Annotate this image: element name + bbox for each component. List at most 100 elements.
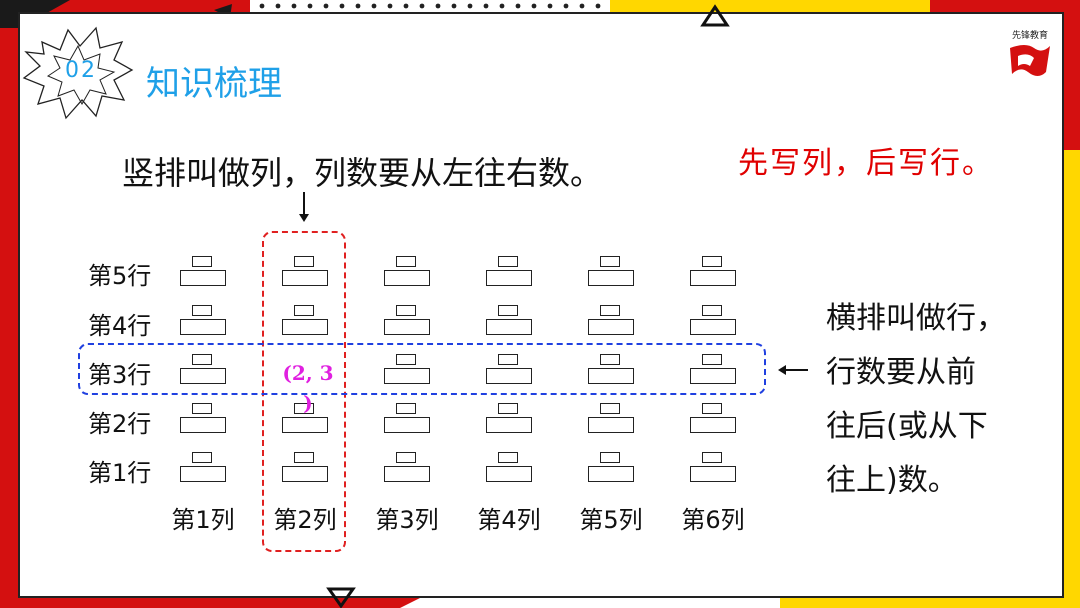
desk-base	[588, 270, 634, 286]
desk-base	[690, 368, 736, 384]
desk-base	[384, 270, 430, 286]
desk-top	[294, 305, 314, 316]
desk-base	[384, 417, 430, 433]
desk-base	[690, 319, 736, 335]
desk-top	[600, 452, 620, 463]
desk-base	[486, 319, 532, 335]
column-highlight-box	[262, 231, 346, 552]
desk-base	[180, 466, 226, 482]
column-label: 第3列	[375, 506, 439, 534]
coordinate-line: )	[303, 391, 313, 415]
column-label: 第6列	[681, 506, 745, 534]
desk-top	[702, 452, 722, 463]
desk-base	[588, 466, 634, 482]
desk-top	[396, 452, 416, 463]
column-rule-note: 竖排叫做列，列数要从左往右数。	[122, 154, 603, 192]
coordinate-label: (2, 3 )	[278, 358, 338, 418]
row-highlight-box	[78, 343, 766, 395]
section-number: 02	[65, 58, 97, 83]
brand-name: 先锋教育	[1011, 31, 1048, 41]
desk-base	[690, 466, 736, 482]
desk-top	[294, 256, 314, 267]
desk-icon	[384, 452, 430, 482]
desk-icon	[690, 305, 736, 335]
desk-icon	[486, 354, 532, 384]
desk-icon	[690, 256, 736, 286]
desk-icon	[180, 305, 226, 335]
desk-icon	[588, 256, 634, 286]
row-rule-note: 横排叫做行， 行数要从前 往后(或从下 往上)数。	[826, 292, 1006, 508]
desk-top	[600, 403, 620, 414]
section-title: 知识梳理	[146, 64, 282, 104]
desk-top	[396, 305, 416, 316]
coordinate-line: (2, 3	[282, 361, 334, 385]
desk-icon	[588, 403, 634, 433]
desk-top	[192, 452, 212, 463]
left-arrow-icon	[778, 365, 808, 375]
row-rule-line: 往上)数。	[826, 463, 958, 498]
desk-icon	[384, 403, 430, 433]
desk-base	[486, 466, 532, 482]
column-label: 第4列	[477, 506, 541, 534]
desk-base	[180, 417, 226, 433]
zigzag-badge-icon	[22, 26, 134, 120]
desk-icon	[690, 452, 736, 482]
row-rule-line: 横排叫做行，	[826, 301, 1006, 336]
desk-icon	[588, 305, 634, 335]
desk-top	[498, 354, 518, 365]
desk-icon	[486, 256, 532, 286]
desk-icon	[282, 256, 328, 286]
desk-base	[180, 270, 226, 286]
desk-top	[192, 256, 212, 267]
desk-top	[498, 452, 518, 463]
column-label: 第2列	[273, 506, 337, 534]
column-label: 第5列	[579, 506, 643, 534]
desk-top	[498, 403, 518, 414]
desk-base	[588, 368, 634, 384]
desk-top	[702, 305, 722, 316]
desk-icon	[690, 403, 736, 433]
desk-icon	[282, 452, 328, 482]
desk-base	[282, 417, 328, 433]
row-label: 第3行	[88, 361, 152, 389]
desk-top	[396, 256, 416, 267]
desk-base	[588, 319, 634, 335]
desk-base	[486, 368, 532, 384]
desk-icon	[588, 354, 634, 384]
desk-icon	[180, 403, 226, 433]
desk-top	[294, 403, 314, 414]
desk-top	[702, 403, 722, 414]
desk-icon	[180, 452, 226, 482]
desk-top	[600, 305, 620, 316]
desk-icon	[486, 452, 532, 482]
desk-base	[690, 270, 736, 286]
row-label: 第5行	[88, 262, 152, 290]
desk-top	[192, 354, 212, 365]
desk-top	[498, 305, 518, 316]
desk-icon	[282, 403, 328, 433]
desk-base	[384, 466, 430, 482]
desk-base	[384, 319, 430, 335]
desk-top	[192, 305, 212, 316]
desk-icon	[690, 354, 736, 384]
row-label: 第1行	[88, 459, 152, 487]
desk-top	[600, 354, 620, 365]
desk-icon	[282, 305, 328, 335]
triangle-marker-icon	[326, 587, 356, 608]
triangle-marker-icon	[700, 4, 730, 27]
desk-top	[498, 256, 518, 267]
desk-base	[180, 368, 226, 384]
desk-icon	[384, 305, 430, 335]
row-label: 第2行	[88, 410, 152, 438]
brand-logo-icon	[1010, 45, 1050, 76]
desk-top	[294, 452, 314, 463]
desk-icon	[588, 452, 634, 482]
desk-icon	[384, 256, 430, 286]
desk-top	[702, 256, 722, 267]
desk-icon	[384, 354, 430, 384]
desk-base	[690, 417, 736, 433]
desk-icon	[486, 403, 532, 433]
desk-top	[192, 403, 212, 414]
desk-icon	[180, 256, 226, 286]
desk-base	[180, 319, 226, 335]
